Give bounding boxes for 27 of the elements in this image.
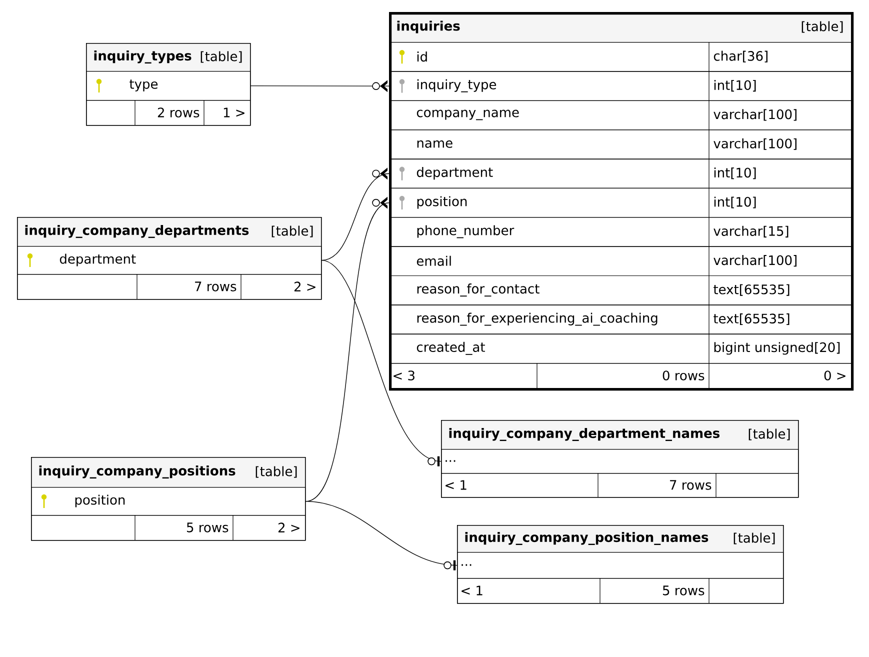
- table-row: position int[10]: [389, 188, 852, 218]
- relationship-line: [305, 196, 390, 502]
- table-footer: 5 rows 2 >: [31, 514, 306, 541]
- relationship-line: [321, 260, 442, 466]
- table-footer: < 3 0 rows 0 >: [389, 362, 852, 389]
- table-row: type: [86, 71, 251, 101]
- table-row: name varchar[100]: [389, 129, 852, 160]
- table-row: company_name varchar[100]: [389, 100, 852, 130]
- table-row: department: [17, 246, 322, 275]
- table-row: email varchar[100]: [389, 246, 852, 276]
- table-row: ...: [457, 552, 784, 579]
- table-footer: < 1 7 rows: [441, 472, 799, 498]
- table-row: department int[10]: [389, 158, 852, 188]
- table-row: position: [31, 487, 306, 516]
- table-footer: 2 rows 1 >: [86, 100, 251, 126]
- table-row: reason_for_contact text[65535]: [389, 275, 852, 306]
- table-row: ...: [441, 449, 799, 474]
- table-footer: 7 rows 2 >: [17, 274, 322, 300]
- table-row: reason_for_experiencing_ai_coaching text[65535]: [389, 304, 852, 334]
- relationship-line: [321, 168, 390, 261]
- table-footer: < 1 5 rows: [457, 578, 784, 604]
- table-row: id char[36]: [389, 42, 852, 72]
- table-row: phone_number varchar[15]: [389, 216, 852, 247]
- relationship-line: [305, 500, 458, 570]
- relationship-line: [250, 80, 390, 92]
- table-row: created_at bigint unsigned[20]: [389, 334, 852, 364]
- table-row: inquiry_type int[10]: [389, 70, 852, 101]
